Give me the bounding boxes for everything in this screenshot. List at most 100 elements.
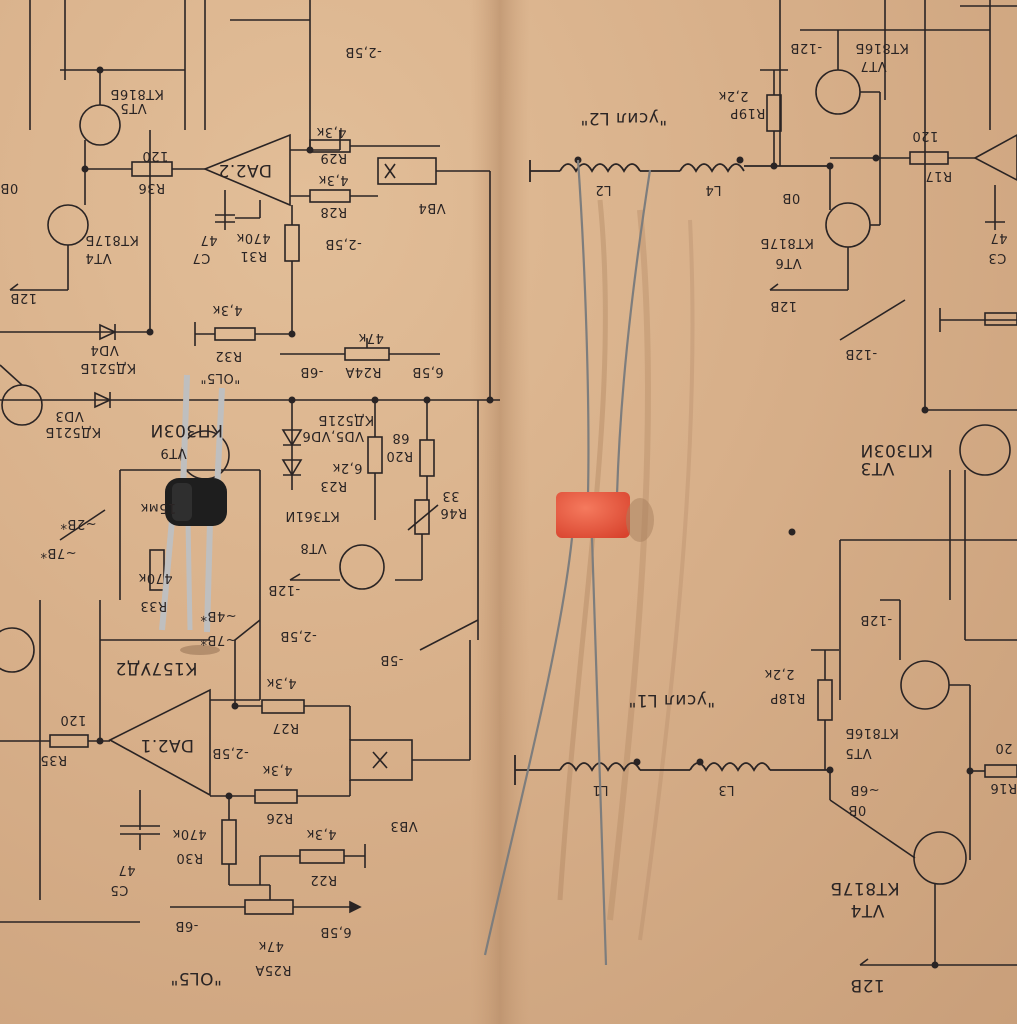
label-vd5vd6: VD5,VD6 xyxy=(302,428,364,443)
label-r30-value: 470к xyxy=(172,826,207,841)
label-r46: R46 xyxy=(440,505,468,520)
label-m6-top: -6В xyxy=(300,364,324,379)
label-r16-value: 20 xyxy=(995,740,1013,755)
coil-l1-l3 xyxy=(514,755,830,785)
label-r20: R20 xyxy=(386,448,414,463)
label-r26: R26 xyxy=(266,810,294,825)
label-0v-left: 0В xyxy=(0,180,19,195)
label-vt7: VT7 xyxy=(860,58,887,73)
label-r26-value: 4,3к xyxy=(262,762,293,777)
label-r32: R32 xyxy=(215,348,243,363)
label-r22-value: 4,3к xyxy=(306,826,337,841)
label-65v-top: 6,5В xyxy=(412,364,444,379)
label-kd521b-vd3: КД521Б xyxy=(45,424,102,439)
label-ul2: "усил L2" xyxy=(580,108,668,128)
label-0v-right2: 0В xyxy=(848,802,867,817)
label-c3-value: 47 xyxy=(990,230,1008,245)
label-vd4: VD4 xyxy=(90,342,119,357)
label-vb3: VB3 xyxy=(390,818,418,833)
label-da21: DA2.1 xyxy=(140,735,194,755)
label-r31-value: 470к xyxy=(236,230,271,245)
label-r36-value: 120 xyxy=(142,148,169,163)
label-l3: L3 xyxy=(718,782,735,797)
label-l1: L1 xyxy=(592,782,609,797)
label-r29-value: 4,3к xyxy=(316,124,347,139)
label-m25-top: -2,5В xyxy=(325,236,362,251)
label-65v-low: 6,5В xyxy=(320,924,352,939)
coil-dot xyxy=(633,758,641,766)
label-r18p-value: 2,2к xyxy=(764,666,795,681)
label-kd521b-vd4: КД521Б xyxy=(80,360,137,375)
label-ul5-low: "ОL5" xyxy=(170,968,222,988)
label-vt3: VT3 xyxy=(860,458,895,478)
label-r31: R31 xyxy=(240,248,268,263)
coil-dot xyxy=(736,156,744,164)
label-r17-value: 120 xyxy=(912,128,939,143)
label-vt4-right: VT4 xyxy=(850,900,885,920)
label-r36: R36 xyxy=(138,180,166,195)
label-k157ud2: К157УД2 xyxy=(115,658,198,678)
black-component xyxy=(159,374,227,655)
capacitor-shadow xyxy=(626,498,654,542)
label-r46-value: 33 xyxy=(442,488,460,503)
label-vd3: VD3 xyxy=(55,408,84,423)
label-m6-low: -6В xyxy=(175,918,199,933)
label-r22: R22 xyxy=(310,872,338,887)
label-kt817b: КТ817Б xyxy=(85,232,139,247)
label-r23: R23 xyxy=(320,478,348,493)
coil-l2-l4 xyxy=(529,160,830,182)
label-m5: -5В xyxy=(380,652,404,667)
label-r25a: R25А xyxy=(255,962,292,977)
label-kt816b-right2: КТ816Б xyxy=(845,725,899,740)
label-r23-value: 6,2к xyxy=(332,460,363,475)
label-c7: C7 xyxy=(192,250,211,265)
label-m25-topright: -2,5В xyxy=(345,44,382,59)
label-r24a-value: 47к xyxy=(358,330,384,345)
coil-dot xyxy=(696,758,704,766)
label-p78b: ~7В* xyxy=(200,632,237,647)
label-r35: R35 xyxy=(40,752,68,767)
fold-crease-vertical xyxy=(470,0,530,1024)
label-p4: ~4В* xyxy=(200,608,237,623)
brown-stain xyxy=(607,209,652,921)
red-capacitor xyxy=(556,492,630,538)
label-r32-value: 4,3к xyxy=(212,302,243,317)
label-r33-value: 470к xyxy=(138,570,173,585)
label-12v-left: 12В xyxy=(10,290,37,305)
label-m25-mid: -2,5В xyxy=(280,628,317,643)
label-vt6: VT6 xyxy=(775,255,802,270)
label-r33: R33 xyxy=(140,598,168,613)
label-l2: L2 xyxy=(595,182,612,197)
right-schematic-lines xyxy=(760,0,1017,966)
label-m25-low: -2,5В xyxy=(212,745,249,760)
left-schematic-lines xyxy=(0,0,500,923)
label-r25a-value: 47к xyxy=(258,938,284,953)
label-r28: R28 xyxy=(320,204,348,219)
label-kt816b: КТ816Б xyxy=(110,86,164,101)
capacitor-leads xyxy=(483,159,652,966)
label-r35-value: 120 xyxy=(60,712,87,727)
label-ul1: "усил L1" xyxy=(628,690,716,710)
label-vt5: VT5 xyxy=(120,100,147,115)
label-r18p: R18Р xyxy=(770,690,806,705)
label-m12-right: -12В xyxy=(845,346,878,361)
label-kt816b-right: КТ816Б xyxy=(855,40,909,55)
label-r27: R27 xyxy=(272,720,300,735)
label-vt4: VT4 xyxy=(85,250,112,265)
label-ul5-top: "ОL5" xyxy=(200,370,241,385)
junction-dots-left xyxy=(81,66,494,800)
label-l4: L4 xyxy=(705,182,722,197)
label-kp303i-right: КП303И xyxy=(860,440,934,460)
label-kp303i: КП303И xyxy=(150,420,224,440)
label-kt817b-right: КТ817Б xyxy=(760,235,814,250)
label-c7-value: 47 xyxy=(200,232,218,247)
label-r30: R30 xyxy=(176,850,204,865)
label-kt817b-right2: КТ817Б xyxy=(830,878,900,898)
label-kt361i: КТ361И xyxy=(285,508,340,523)
label-p78: ~7В* xyxy=(40,545,77,560)
label-r16: R16 xyxy=(990,780,1017,795)
label-kd521b-vd5: КД521Б xyxy=(318,412,375,427)
label-m12-right-low: -12В xyxy=(860,612,893,627)
